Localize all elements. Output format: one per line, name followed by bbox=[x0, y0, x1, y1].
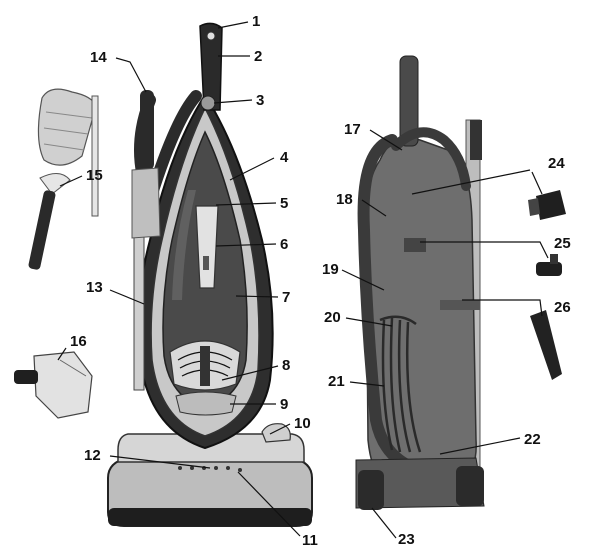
turbo-brush-tool-icon bbox=[14, 351, 93, 419]
container-window-highlight bbox=[172, 190, 196, 300]
callout-3: 3 bbox=[256, 92, 264, 109]
callout-6: 6 bbox=[280, 236, 288, 253]
callout-13: 13 bbox=[86, 279, 103, 296]
floor-head-bumper bbox=[108, 508, 312, 526]
callout-5: 5 bbox=[280, 195, 288, 212]
callout-numbers: 1 2 3 4 5 6 7 8 9 10 11 12 13 14 15 16 1… bbox=[70, 13, 571, 549]
callout-18: 18 bbox=[336, 191, 353, 208]
rear-handle bbox=[399, 55, 419, 147]
upholstery-tool-icon bbox=[528, 190, 566, 220]
filter-release-lever bbox=[203, 256, 209, 270]
callout-12: 12 bbox=[84, 447, 101, 464]
rear-wheel-right bbox=[456, 466, 484, 506]
callout-15: 15 bbox=[86, 167, 103, 184]
callout-11: 11 bbox=[302, 532, 318, 549]
lower-cord-hook bbox=[440, 300, 480, 310]
front-view-vacuum bbox=[107, 22, 313, 527]
dusting-brush-tool-icon bbox=[536, 254, 562, 276]
callout-16: 16 bbox=[70, 333, 87, 350]
callout-8: 8 bbox=[282, 357, 290, 374]
callout-20: 20 bbox=[324, 309, 341, 326]
callout-1: 1 bbox=[252, 13, 260, 30]
callout-23: 23 bbox=[398, 531, 415, 548]
exhaust-grille bbox=[169, 340, 241, 391]
power-cord bbox=[379, 315, 422, 453]
callout-24: 24 bbox=[548, 155, 565, 172]
callout-10: 10 bbox=[294, 415, 311, 432]
upper-cord-hook bbox=[404, 238, 426, 252]
callout-14: 14 bbox=[90, 49, 107, 66]
crevice-tool-icon bbox=[530, 310, 562, 380]
hose-handle bbox=[140, 90, 154, 170]
callout-21: 21 bbox=[328, 373, 345, 390]
callout-25: 25 bbox=[554, 235, 571, 252]
callout-4: 4 bbox=[280, 149, 289, 166]
rear-view-vacuum bbox=[355, 55, 485, 510]
rear-wheel bbox=[358, 470, 384, 510]
handle-button-icon bbox=[206, 31, 216, 41]
leader-lines bbox=[57, 21, 549, 539]
rear-hose-top bbox=[391, 127, 471, 191]
inner-filter bbox=[195, 205, 219, 289]
handle-grip bbox=[199, 22, 223, 111]
callout-2: 2 bbox=[254, 48, 262, 65]
floor-head-top bbox=[117, 433, 305, 463]
pre-motor-filter-cup bbox=[175, 391, 237, 416]
brand-badge bbox=[200, 95, 216, 111]
callout-9: 9 bbox=[280, 396, 288, 413]
callout-7: 7 bbox=[282, 289, 290, 306]
rear-base bbox=[355, 457, 485, 509]
callout-17: 17 bbox=[344, 121, 361, 138]
callout-26: 26 bbox=[554, 299, 571, 316]
wand-top bbox=[470, 120, 482, 160]
upholstery-holder bbox=[131, 167, 161, 239]
cord-release bbox=[261, 423, 291, 443]
duster-tool-icon bbox=[28, 88, 99, 270]
callout-19: 19 bbox=[322, 261, 339, 278]
rear-hose bbox=[357, 134, 426, 476]
callout-22: 22 bbox=[524, 431, 541, 448]
